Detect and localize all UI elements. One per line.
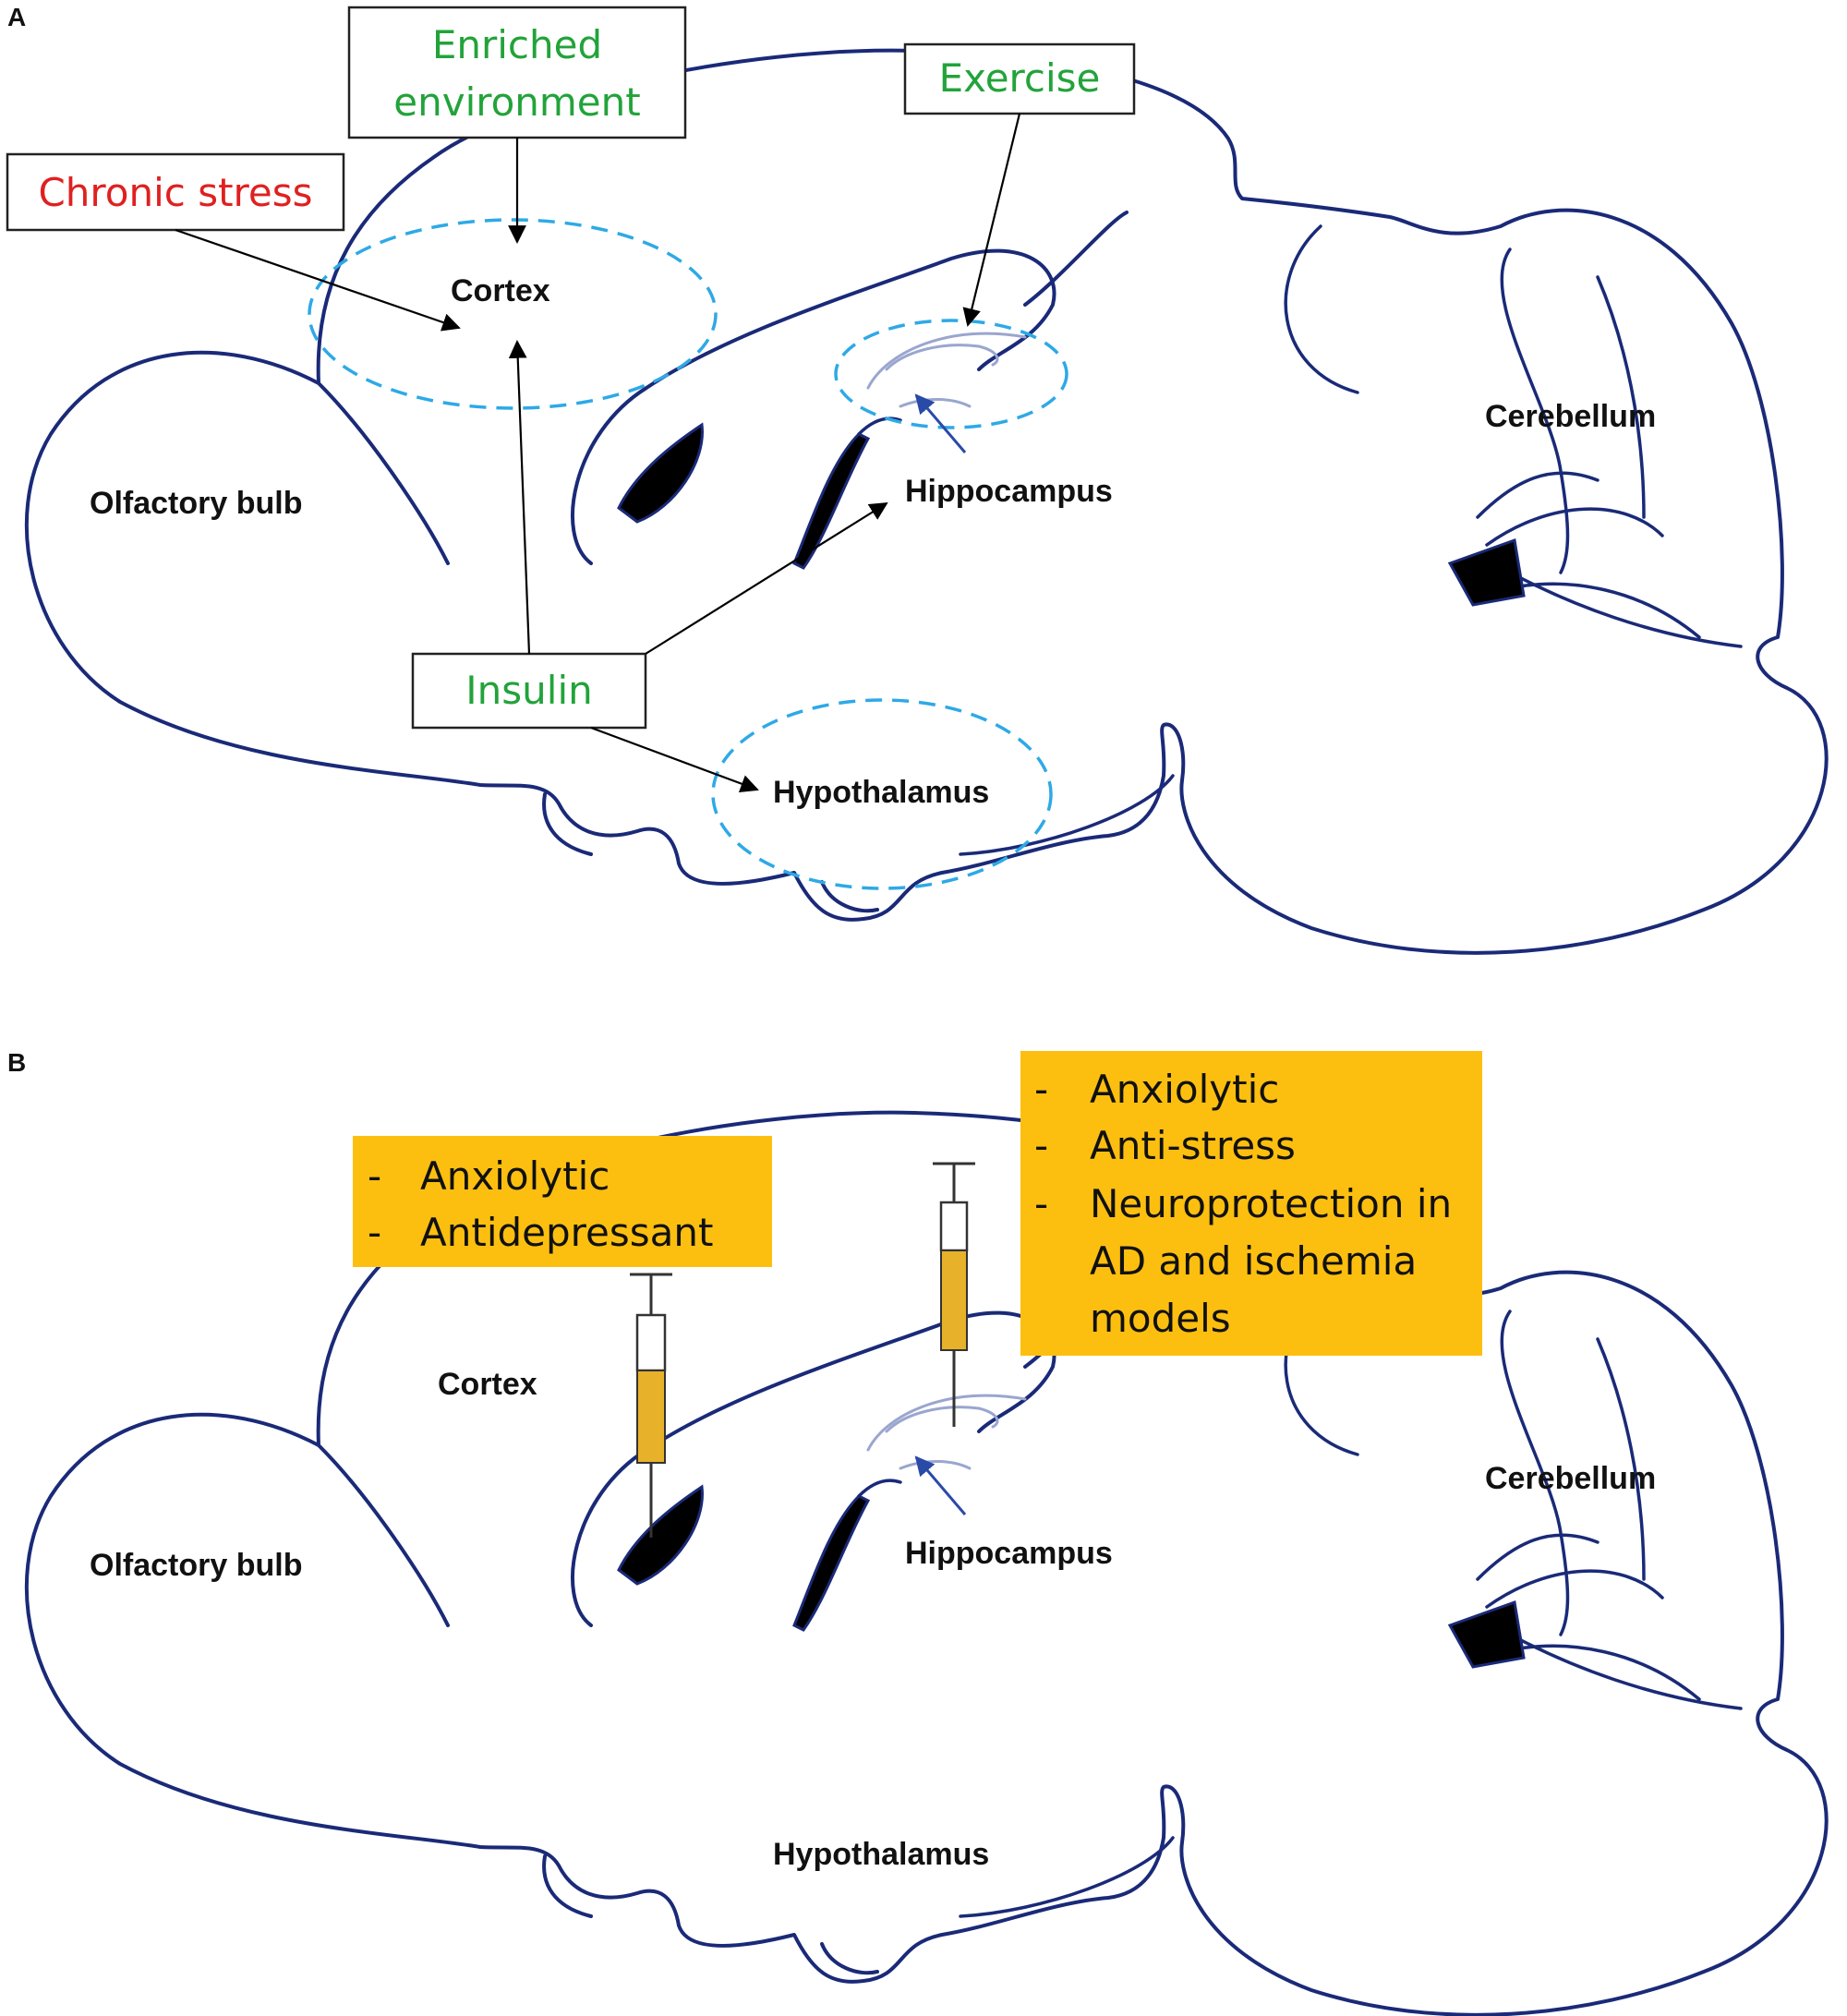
chronic-stress-label: Chronic stress xyxy=(38,170,312,215)
effect-box-cortex xyxy=(353,1136,772,1267)
insulin-label: Insulin xyxy=(465,668,592,713)
hippocampus-pointer-arrow-b xyxy=(914,1455,967,1515)
insulin-to-cortex-arrow xyxy=(508,340,531,655)
olfactory-bulb-label: Olfactory bulb xyxy=(90,486,302,521)
panel-a: A Cortex Hippocampus Olfactory bulb Cere… xyxy=(6,3,1829,955)
cortex-label-b: Cortex xyxy=(438,1367,537,1402)
chronic-stress-box xyxy=(6,152,345,232)
effect-bullet: - xyxy=(368,1210,381,1255)
effect-bullet: - xyxy=(368,1153,381,1199)
olfactory-bulb-label-b: Olfactory bulb xyxy=(90,1548,302,1583)
effect-bullet: - xyxy=(1034,1181,1048,1226)
effect-cortex-1: Anxiolytic xyxy=(420,1153,610,1199)
insulin-box xyxy=(411,652,647,730)
insulin-to-hippocampus-arrow xyxy=(645,501,888,655)
effect-cortex-2: Antidepressant xyxy=(420,1210,713,1255)
effect-hippocampus-2: Anti-stress xyxy=(1090,1123,1296,1168)
enriched-environment-label-line1: Enriched xyxy=(432,22,602,67)
panel-b-letter: B xyxy=(7,1048,26,1077)
effect-hippocampus-3-line3: models xyxy=(1090,1296,1231,1341)
effect-bullet: - xyxy=(1034,1123,1048,1168)
hippocampus-label: Hippocampus xyxy=(905,474,1113,509)
effect-hippocampus-3-line2: AD and ischemia xyxy=(1090,1238,1417,1284)
hypothalamus-highlight xyxy=(711,698,1053,890)
exercise-arrow xyxy=(962,113,1021,327)
effect-hippocampus-3-line1: Neuroprotection in xyxy=(1090,1181,1452,1226)
exercise-box xyxy=(903,42,1136,115)
chronic-stress-arrow xyxy=(175,228,461,332)
hypothalamus-label-b: Hypothalamus xyxy=(773,1837,989,1872)
effect-hippocampus-1: Anxiolytic xyxy=(1090,1067,1279,1112)
cortex-label: Cortex xyxy=(451,273,550,308)
syringe-hippocampus xyxy=(933,1162,975,1427)
hippocampus-label-b: Hippocampus xyxy=(905,1536,1113,1571)
panel-a-letter: A xyxy=(7,3,26,31)
exercise-label: Exercise xyxy=(939,55,1101,101)
cerebellum-label: Cerebellum xyxy=(1485,399,1656,434)
enriched-environment-label-line2: environment xyxy=(393,79,640,125)
effect-box-hippocampus xyxy=(1020,1051,1482,1356)
panel-b: B Cortex Hippocampus Olfactory bulb Cere… xyxy=(7,1048,1829,2016)
hypothalamus-label: Hypothalamus xyxy=(773,775,989,810)
cortex-highlight xyxy=(308,218,718,410)
enriched-environment-box xyxy=(347,6,687,139)
effect-bullet: - xyxy=(1034,1067,1048,1112)
hippocampus-pointer-arrow xyxy=(914,393,967,453)
cerebellum-label-b: Cerebellum xyxy=(1485,1461,1656,1496)
syringe-cortex xyxy=(630,1273,672,1538)
insulin-to-hypothalamus-arrow xyxy=(590,726,759,793)
hippocampus-highlight xyxy=(834,319,1068,429)
